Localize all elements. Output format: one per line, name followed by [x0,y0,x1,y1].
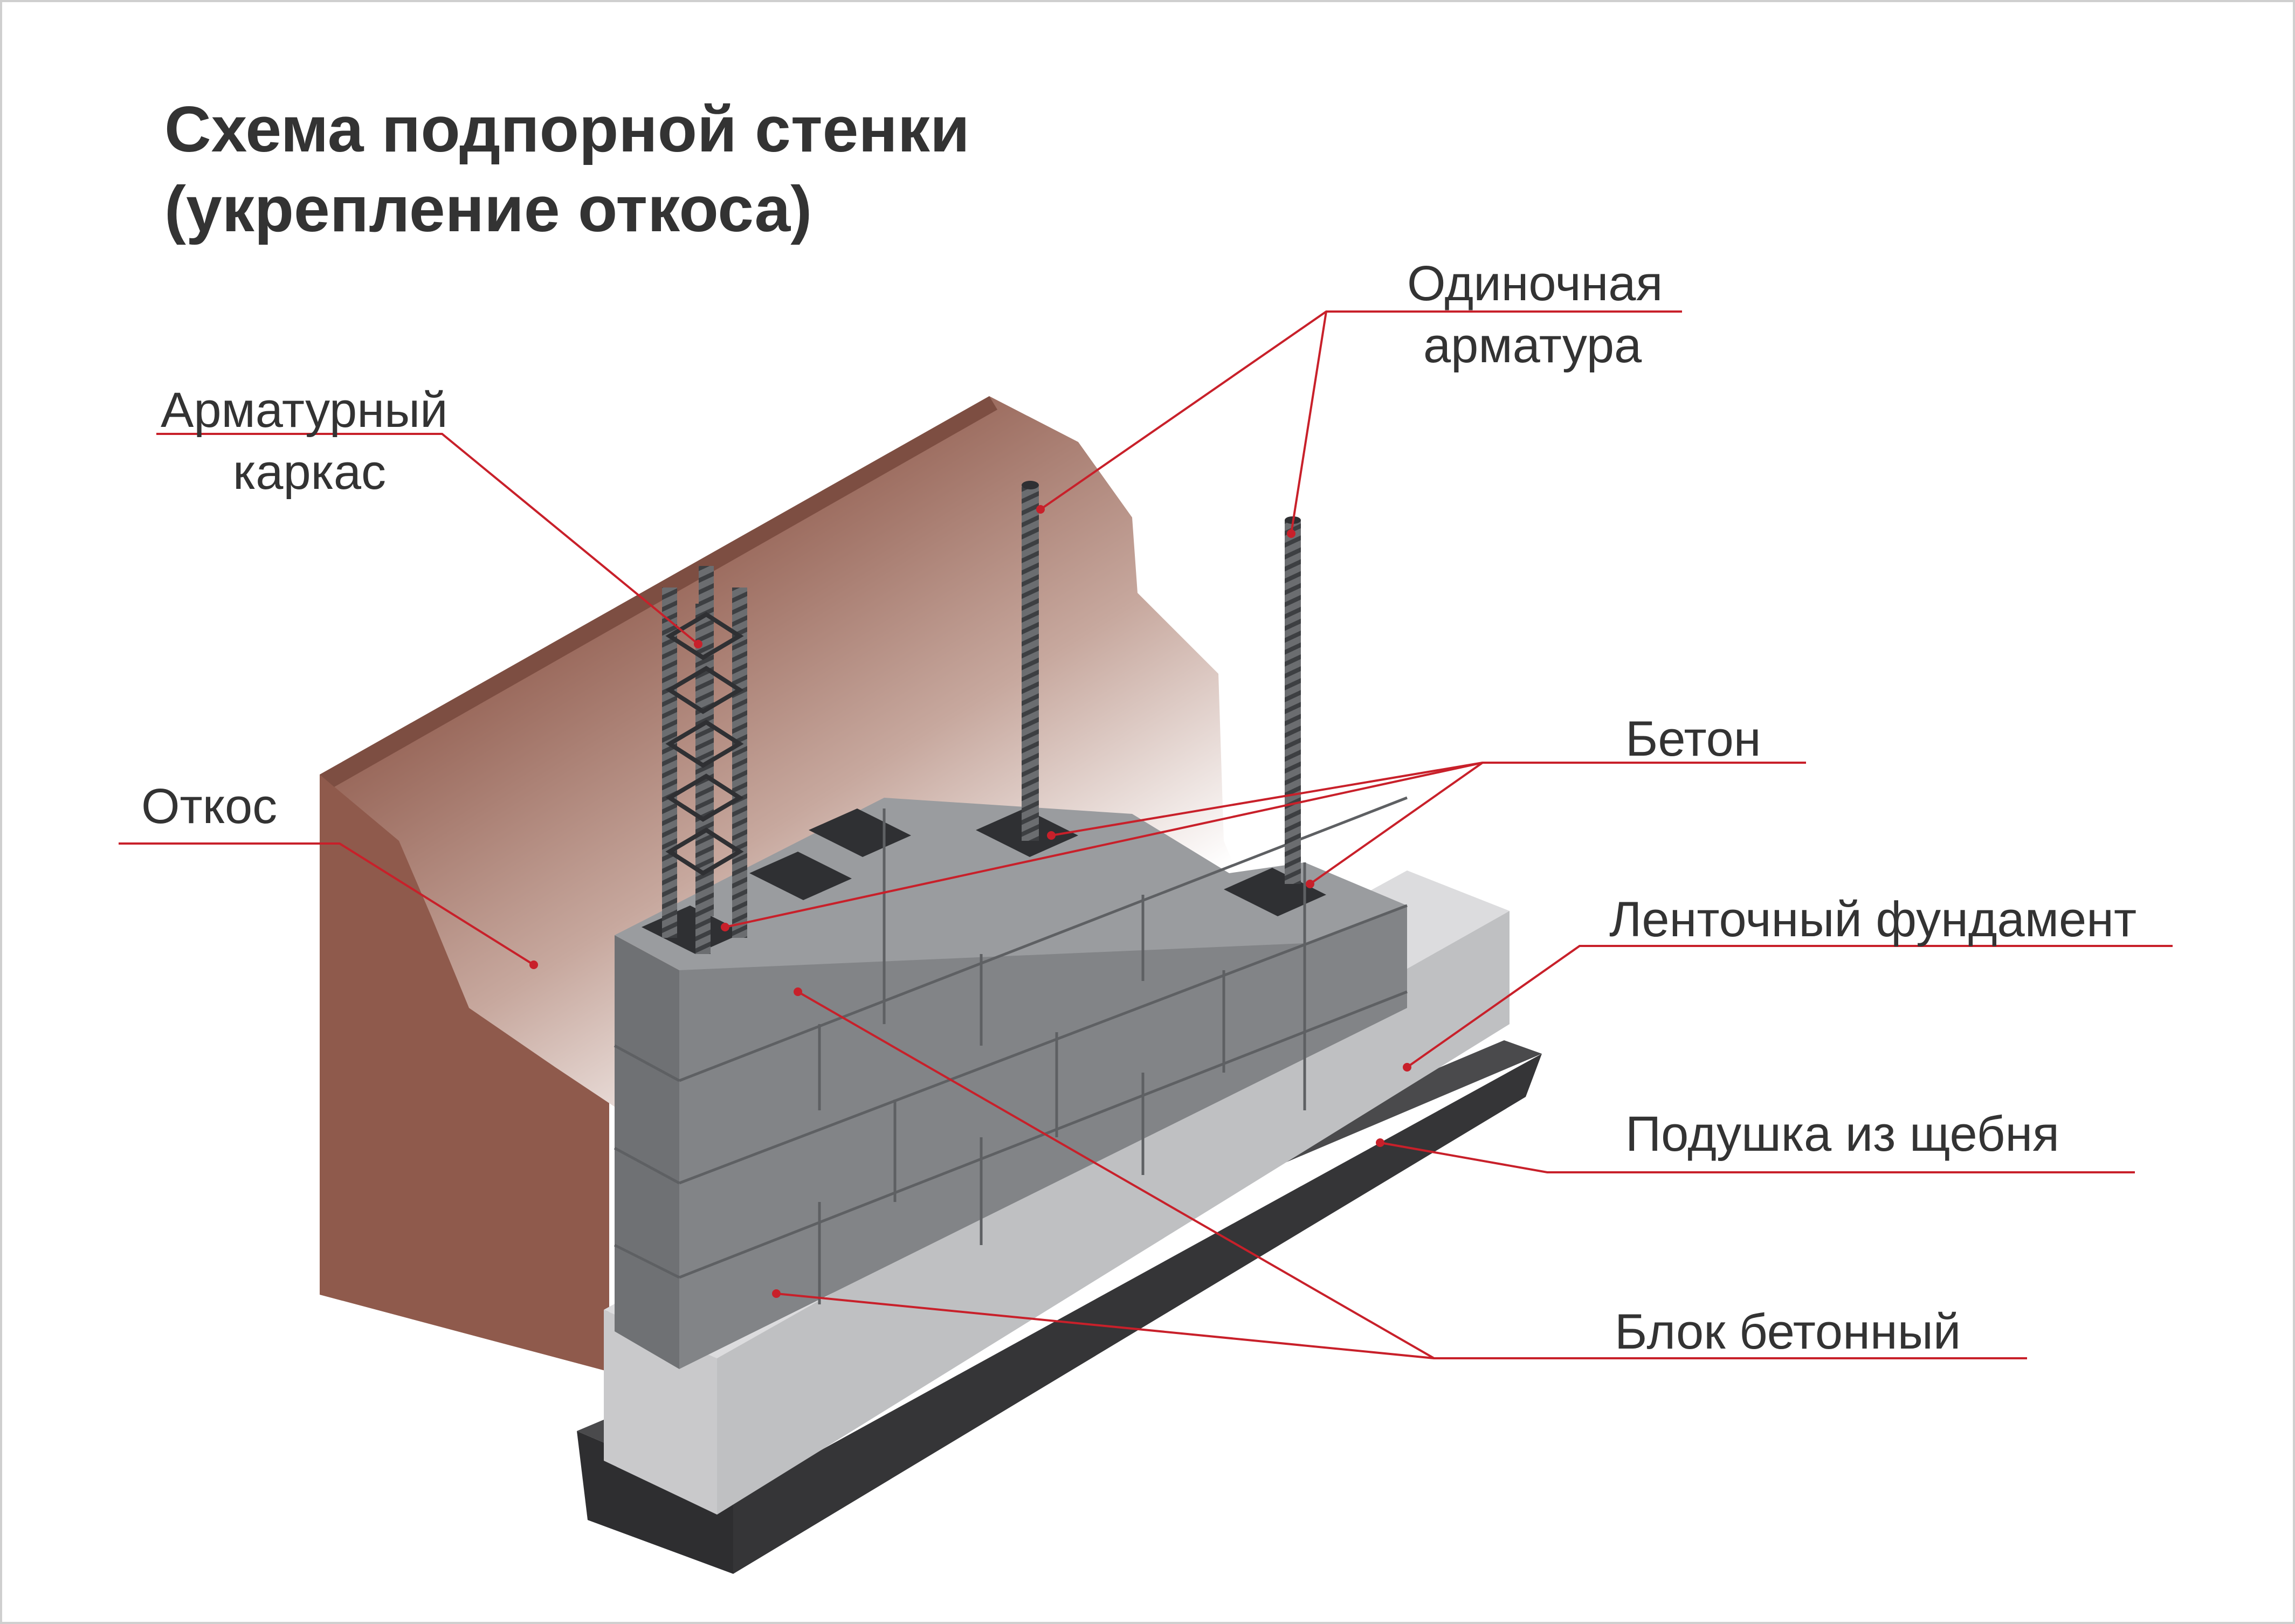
label-strip-foundation: Ленточный фундамент [1609,892,2137,947]
label-concrete: Бетон [1625,711,1761,766]
slope-side-face [320,775,609,1372]
label-rebar-cage-line2: каркас [233,445,387,500]
label-concrete-block: Блок бетонный [1615,1304,1961,1359]
foundation-side [717,911,1510,1515]
slope-top-edge [320,396,997,787]
diagram-title-line2: (укрепление откоса) [164,173,812,245]
wall-end-face [615,935,679,1369]
rebar-rod [662,588,677,938]
single-rebar-rod [1022,485,1039,841]
gravel-side [733,1054,1542,1574]
leader-lines [119,310,2173,1359]
cage-ties [665,612,744,876]
label-single-rebar-line1: Одиночная [1407,256,1663,311]
concrete-block-wall [614,796,1408,1369]
gravel-front [577,1431,733,1574]
wall-top-course [615,798,1407,970]
label-rebar-cage-line1: Арматурный [161,383,448,438]
block-core [1224,868,1326,916]
label-gravel-bed: Подушка из щебня [1625,1107,2059,1162]
rebar-rod [732,588,747,938]
label-slope: Откос [141,779,278,834]
diagram-title-line1: Схема подпорной стенки [164,93,970,165]
single-rebars [1022,481,1301,884]
label-single-rebar-line2: арматура [1423,318,1642,373]
rebar-cage [662,566,747,954]
block-core [749,852,852,900]
single-rebar-rod [1285,520,1301,884]
leader-arrowheads [529,505,1411,1298]
